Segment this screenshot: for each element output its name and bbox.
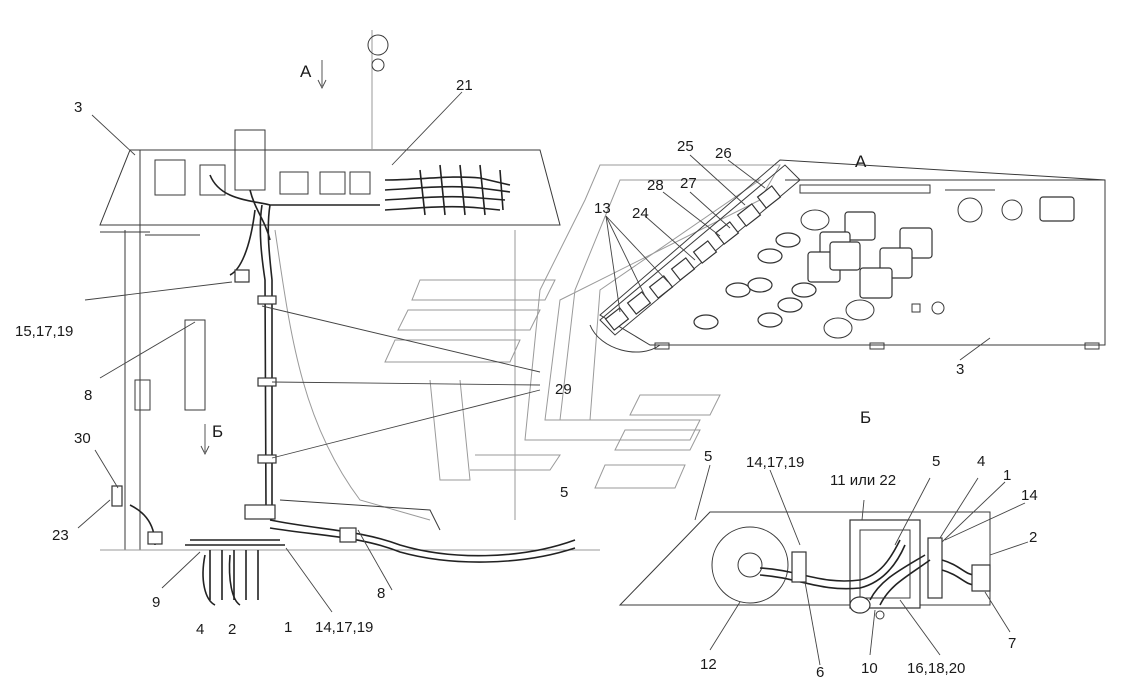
callout-3-left: 3 <box>74 99 82 116</box>
callout-25: 25 <box>677 138 694 155</box>
callout-8-bottom: 8 <box>377 585 385 602</box>
left-view-frame <box>99 30 600 551</box>
callout-28: 28 <box>647 177 664 194</box>
callout-5-b: 5 <box>932 453 940 470</box>
callout-2-b: 2 <box>1029 529 1037 546</box>
callout-8-left: 8 <box>84 387 92 404</box>
callout-4-bottom: 4 <box>196 621 204 638</box>
callout-24: 24 <box>632 205 649 222</box>
callout-12: 12 <box>700 656 717 673</box>
toggle-switches <box>693 232 817 330</box>
callout-7: 7 <box>1008 635 1016 652</box>
callout-2-bottom: 2 <box>228 621 236 638</box>
callout-4-b: 4 <box>977 453 985 470</box>
callout-1-b: 1 <box>1003 467 1011 484</box>
roof-wire-bundle <box>209 164 511 241</box>
control-console <box>589 159 1106 353</box>
view-label-b-left: Б <box>212 422 223 441</box>
leader-lines <box>77 60 1029 666</box>
background-logo <box>384 164 781 489</box>
view-label-a-left: А <box>300 62 312 81</box>
callout-5-mid: 5 <box>560 484 568 501</box>
callout-11-or-22: 11 или 22 <box>830 472 896 489</box>
callout-13: 13 <box>594 200 611 217</box>
view-label-b-right: Б <box>860 408 871 427</box>
view-label-a-right: А <box>855 152 867 171</box>
callout-9: 9 <box>152 594 160 611</box>
callout-3-right: 3 <box>956 361 964 378</box>
callout-27: 27 <box>680 175 697 192</box>
callout-30: 30 <box>74 430 91 447</box>
callout-10: 10 <box>861 660 878 677</box>
callout-15-17-19: 15,17,19 <box>15 323 73 340</box>
vertical-harness <box>229 204 277 520</box>
callout-14-17-19-bottom: 14,17,19 <box>315 619 373 636</box>
callout-5-b-left: 5 <box>704 448 712 465</box>
switch-panel <box>599 164 801 336</box>
callout-21: 21 <box>456 77 473 94</box>
callout-14-17-19-b: 14,17,19 <box>746 454 804 471</box>
callout-14-b: 14 <box>1021 487 1038 504</box>
bottom-harness <box>111 485 576 606</box>
callout-6: 6 <box>816 664 824 681</box>
callout-labels: 3 21 15,17,19 8 30 23 9 4 2 1 14,17,19 8… <box>15 77 1038 681</box>
callout-23: 23 <box>52 527 69 544</box>
callout-26: 26 <box>715 145 732 162</box>
callout-16-18-20: 16,18,20 <box>907 660 965 677</box>
floor-plate-view <box>618 511 991 620</box>
view-labels: А А Б Б <box>212 62 871 441</box>
callout-1-bottom: 1 <box>284 619 292 636</box>
callout-29: 29 <box>555 381 572 398</box>
